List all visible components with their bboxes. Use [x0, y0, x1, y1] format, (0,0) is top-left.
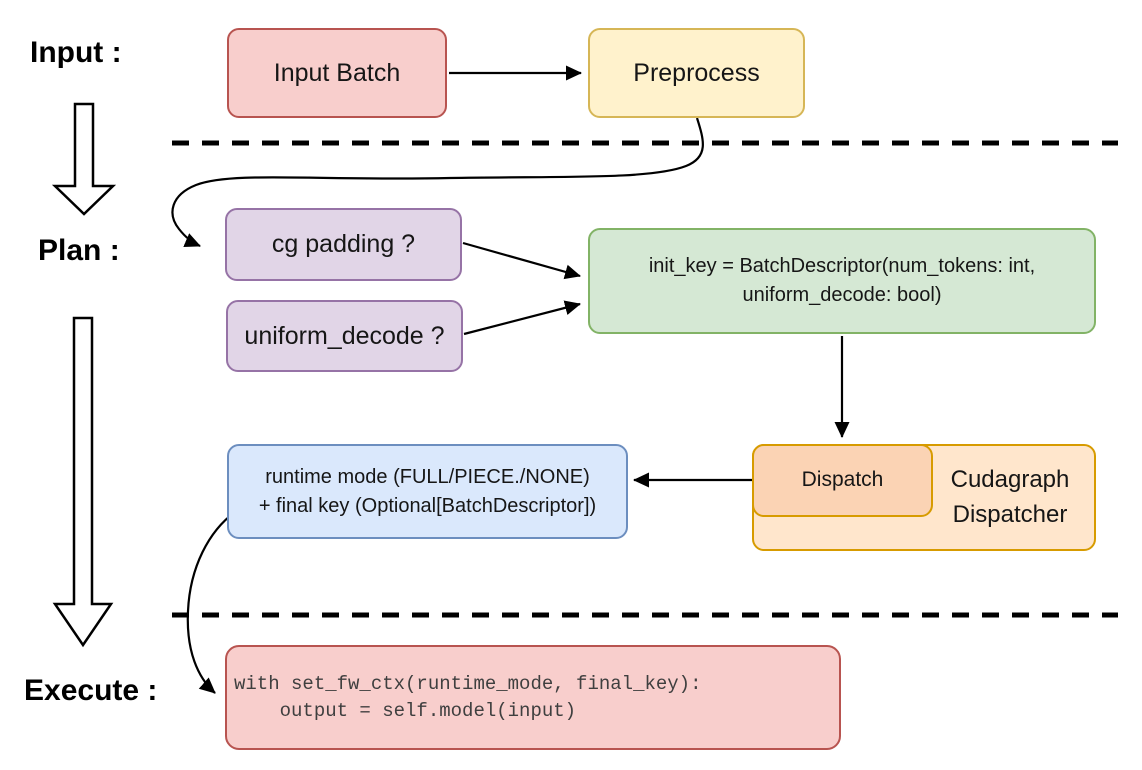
cudagraph-dispatcher-label: Cudagraph Dispatcher	[926, 446, 1094, 549]
node-dispatch-label: Dispatch	[801, 468, 884, 492]
node-init-key-line1: init_key = BatchDescriptor(num_tokens: i…	[648, 255, 1036, 277]
cudagraph-dispatcher-line1: Cudagraph	[950, 465, 1070, 493]
node-cg-padding-label: cg padding ?	[271, 230, 416, 259]
execute-code-line1: with set_fw_ctx(runtime_mode, final_key)…	[234, 672, 702, 695]
connector-uniform-decode-to-init-key	[463, 300, 581, 336]
connector-cg-padding-to-init-key	[462, 241, 581, 280]
node-execute-code: with set_fw_ctx(runtime_mode, final_key)…	[225, 645, 841, 750]
execute-code-line2: output = self.model(input)	[234, 699, 577, 722]
node-init-key: init_key = BatchDescriptor(num_tokens: i…	[588, 228, 1096, 334]
node-preprocess-label: Preprocess	[633, 58, 760, 87]
stage-label-execute: Execute :	[24, 674, 158, 707]
node-preprocess: Preprocess	[588, 28, 805, 118]
node-runtime-mode: runtime mode (FULL/PIECE./NONE) + final …	[227, 444, 628, 539]
node-uniform-decode-label: uniform_decode ?	[244, 321, 445, 350]
node-runtime-mode-line1: runtime mode (FULL/PIECE./NONE)	[265, 465, 590, 488]
node-input-batch-label: Input Batch	[273, 58, 401, 87]
stage-arrow-plan-to-execute	[52, 316, 114, 648]
stage-label-plan: Plan :	[38, 234, 120, 267]
node-runtime-mode-line2: + final key (Optional[BatchDescriptor])	[258, 494, 597, 517]
node-uniform-decode: uniform_decode ?	[226, 300, 463, 372]
cudagraph-dispatcher-line2: Dispatcher	[952, 500, 1068, 528]
stage-label-input: Input :	[30, 36, 122, 69]
node-input-batch: Input Batch	[227, 28, 447, 118]
stage-arrow-input-to-plan	[51, 102, 117, 216]
node-dispatch: Dispatch	[752, 444, 933, 517]
node-init-key-line2: uniform_decode: bool)	[742, 284, 942, 306]
node-cg-padding: cg padding ?	[225, 208, 462, 281]
